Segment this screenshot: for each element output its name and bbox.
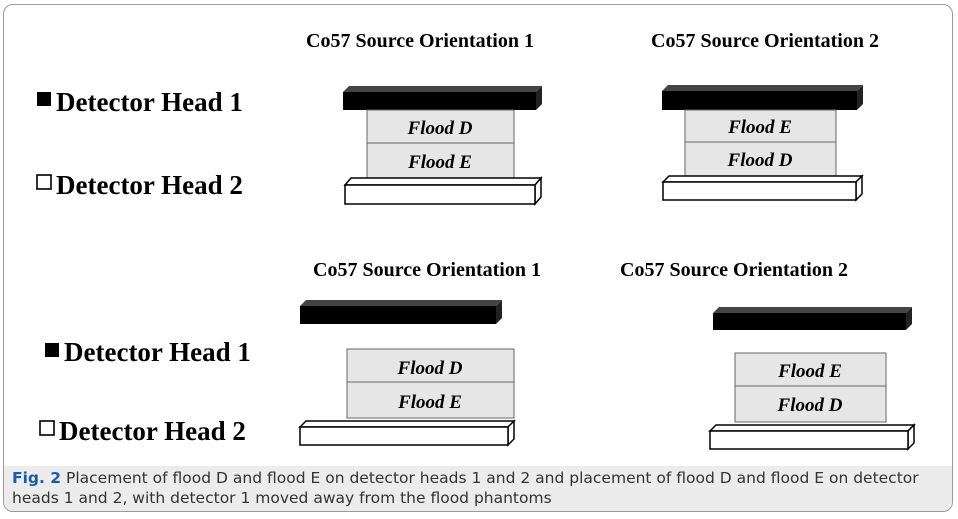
flood-label-lower: Flood E (407, 152, 472, 173)
head1-slab-side (857, 85, 863, 110)
flood-label-lower: Flood D (777, 395, 843, 416)
flood-label-lower: Flood E (397, 392, 462, 413)
head1-slab-side (906, 307, 912, 330)
caption-text: Placement of flood D and flood E on dete… (12, 469, 919, 507)
flood-phantom-lower (366, 142, 515, 179)
head1-slab-top (713, 307, 912, 313)
flood-phantom-lower (346, 381, 515, 419)
flood-phantom-upper (734, 352, 887, 387)
detector-head-1-slab (713, 313, 906, 330)
head2-legend-marker-top (36, 174, 52, 190)
detector-head-1-slab (662, 91, 857, 110)
heading-top-orientation-1: Co57 Source Orientation 1 (306, 30, 534, 52)
setup-top-orientation-2: Flood E Flood D (661, 85, 864, 202)
figure-caption: Fig. 2 Placement of flood D and flood E … (12, 468, 947, 508)
flood-label-upper: Flood D (407, 118, 473, 139)
detector-head-1-slab (343, 92, 536, 110)
head1-slab-side (496, 300, 502, 324)
head1-legend-marker-bottom (45, 343, 59, 357)
caption-background (4, 466, 952, 511)
flood-phantom-lower (734, 385, 887, 423)
flood-label-upper: Flood E (727, 117, 792, 138)
head2-slab-top (343, 177, 543, 186)
flood-phantom-upper (684, 109, 837, 143)
head1-slab-side (536, 86, 542, 110)
head1-legend-marker-top (37, 92, 51, 106)
detector-head-2-slab (344, 184, 536, 205)
head1-slab-top (300, 300, 502, 306)
legend-detector-head-2-bottom: Detector Head 2 (59, 416, 246, 446)
heading-bottom-orientation-2: Co57 Source Orientation 2 (620, 259, 848, 281)
heading-bottom-orientation-1: Co57 Source Orientation 1 (313, 259, 541, 281)
detector-head-2-slab (299, 426, 509, 446)
legend-detector-head-2-top: Detector Head 2 (56, 170, 243, 200)
setup-bottom-orientation-1: Flood D Flood E (298, 300, 516, 447)
detector-head-2-slab (662, 181, 857, 201)
flood-phantom-lower (684, 141, 837, 177)
caption-label: Fig. 2 (12, 469, 62, 487)
head1-slab-top (343, 86, 542, 92)
flood-label-upper: Flood D (397, 358, 463, 379)
legend-detector-head-1-bottom: Detector Head 1 (64, 337, 251, 367)
head2-slab-top (661, 175, 864, 183)
head2-slab-top (298, 420, 516, 428)
setup-top-orientation-1: Flood D Flood E (343, 86, 543, 207)
head2-legend-marker-bottom (39, 420, 55, 436)
flood-label-upper: Flood E (777, 361, 842, 382)
setup-bottom-orientation-2: Flood E Flood D (708, 307, 916, 451)
legend-detector-head-1-top: Detector Head 1 (56, 87, 243, 117)
figure-frame (3, 4, 953, 512)
flood-label-lower: Flood D (727, 150, 793, 171)
head2-slab-top (708, 424, 916, 432)
head1-slab-top (662, 85, 863, 91)
flood-phantom-upper (346, 348, 515, 383)
detector-head-1-slab (300, 306, 496, 324)
heading-top-orientation-2: Co57 Source Orientation 2 (651, 30, 879, 52)
detector-head-2-slab (709, 430, 909, 450)
